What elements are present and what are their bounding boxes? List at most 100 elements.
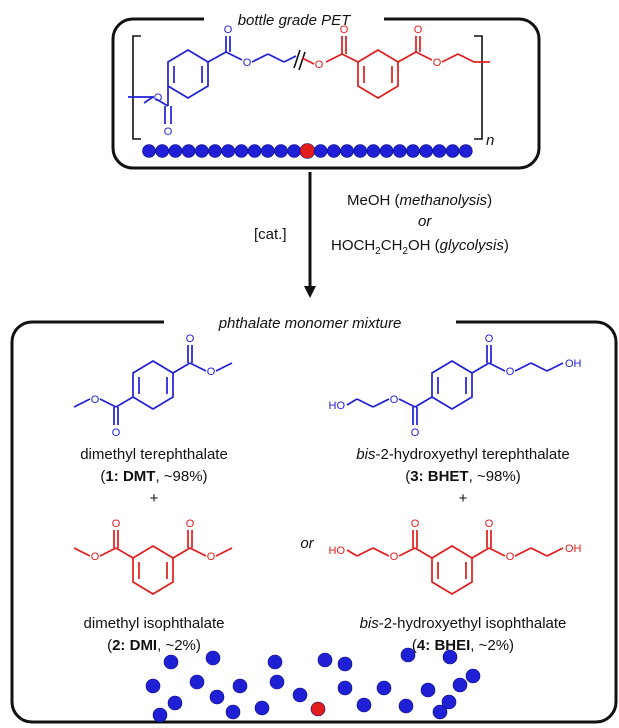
bhei-ho: HO — [329, 545, 346, 557]
reagent-glycol: HOCH2CH2OH (glycolysis) — [331, 237, 509, 257]
bhet-ho: HO — [329, 400, 346, 412]
break-mark-1 — [293, 49, 301, 69]
bhet-o-1: O — [485, 333, 494, 345]
sphere-blue — [189, 674, 205, 690]
bead-blue — [142, 144, 156, 158]
repeat-subscript: n — [486, 132, 494, 149]
sphere-blue — [267, 654, 283, 670]
sphere-blue — [269, 674, 285, 690]
bead-blue — [445, 144, 460, 158]
atom-o-3: O — [224, 24, 233, 36]
bead-blue — [208, 144, 222, 158]
bead-blue — [458, 144, 473, 158]
sphere-blue — [337, 656, 353, 672]
atom-o-5: O — [315, 59, 324, 71]
terephthalate-unit — [128, 36, 297, 124]
polymer-title: bottle grade PET — [238, 12, 352, 29]
catalyst-label: [cat.] — [254, 226, 287, 243]
bead-blue — [155, 144, 169, 158]
sphere-blue — [452, 677, 468, 693]
bead-blue — [419, 144, 434, 158]
sphere-red — [310, 701, 326, 717]
sphere-blue — [376, 680, 392, 696]
atom-o-8: O — [433, 57, 442, 69]
bhei-label: (4: BHEI, ~2%) — [412, 637, 514, 654]
atom-o-7: O — [414, 24, 423, 36]
mixture-title: phthalate monomer mixture — [218, 315, 402, 332]
bhei-name: bis-2-hydroxyethyl isophthalate — [360, 615, 567, 632]
isophthalate-unit — [301, 36, 490, 99]
bhet-o-4: O — [411, 427, 420, 439]
left-bracket — [132, 35, 141, 140]
plus-left: + — [150, 490, 159, 507]
right-bracket — [474, 35, 483, 140]
bead-blue — [392, 144, 407, 158]
atom-o-6: O — [340, 24, 349, 36]
atom-o-4: O — [243, 57, 252, 69]
dmt-name: dimethyl terephthalate — [80, 446, 228, 463]
sphere-blue — [167, 695, 183, 711]
dmt-o-2: O — [207, 366, 216, 378]
sphere-blue — [432, 704, 448, 720]
dmi-o-2: O — [91, 551, 100, 563]
bead-blue — [379, 144, 394, 158]
atom-o-2: O — [164, 126, 173, 138]
bhet-structure — [346, 345, 564, 425]
bead-blue — [432, 144, 447, 158]
bhet-o-3: O — [390, 394, 399, 406]
reagent-or: or — [418, 213, 432, 230]
sphere-blue — [398, 698, 414, 714]
sphere-blue — [145, 678, 161, 694]
sphere-blue — [232, 678, 248, 694]
bead-blue — [168, 144, 183, 158]
dmi-o-1: O — [112, 518, 121, 530]
dmt-o-4: O — [112, 427, 121, 439]
bhet-oh: OH — [565, 358, 582, 370]
sphere-blue — [209, 689, 225, 705]
dmi-structure — [73, 530, 233, 595]
bhet-o-2: O — [506, 366, 515, 378]
bhet-label: (3: BHET, ~98%) — [405, 468, 520, 485]
bead-blue — [260, 144, 275, 158]
bhei-o-3: O — [485, 518, 494, 530]
bhei-o-2: O — [390, 551, 399, 563]
bead-blue — [221, 144, 235, 158]
sphere-blue — [317, 652, 333, 668]
sphere-blue — [465, 668, 481, 684]
sphere-blue — [442, 649, 458, 665]
atom-o-1: O — [154, 92, 163, 104]
bead-blue — [234, 144, 249, 158]
bhet-name: bis-2-hydroxyethyl terephthalate — [356, 446, 569, 463]
monomer-spheres — [145, 647, 481, 723]
bead-blue — [353, 144, 368, 158]
sphere-blue — [205, 650, 221, 666]
sphere-blue — [152, 707, 168, 723]
sphere-blue — [254, 700, 270, 716]
sphere-blue — [225, 704, 241, 720]
sphere-blue — [400, 647, 416, 663]
dmt-o-1: O — [186, 333, 195, 345]
bhei-o-4: O — [506, 551, 515, 563]
bead-red — [299, 143, 316, 159]
sphere-blue — [441, 694, 457, 710]
plus-right: + — [459, 490, 468, 507]
dmt-o-3: O — [91, 394, 100, 406]
reagent-methanol: MeOH (methanolysis) — [347, 192, 492, 209]
mixture-panel: phthalate monomer mixture O O O O dimeth… — [10, 310, 618, 724]
sphere-blue — [337, 680, 353, 696]
bead-blue — [366, 144, 381, 158]
dmi-o-4: O — [207, 551, 216, 563]
polymer-panel: bottle grade PET n O O O O — [111, 7, 541, 170]
dmi-name: dimethyl isophthalate — [84, 615, 225, 632]
dmt-structure — [73, 345, 233, 425]
bead-blue — [247, 144, 262, 158]
mixture-box — [10, 320, 618, 724]
bead-blue — [313, 144, 328, 158]
bhei-o-1: O — [411, 518, 420, 530]
bead-blue — [181, 144, 196, 158]
break-mark-2 — [298, 51, 306, 71]
dmt-label: (1: DMT, ~98%) — [100, 468, 207, 485]
reaction-arrow: [cat.] MeOH (methanolysis) or HOCH2CH2OH… — [254, 172, 509, 298]
bead-blue — [406, 144, 420, 158]
